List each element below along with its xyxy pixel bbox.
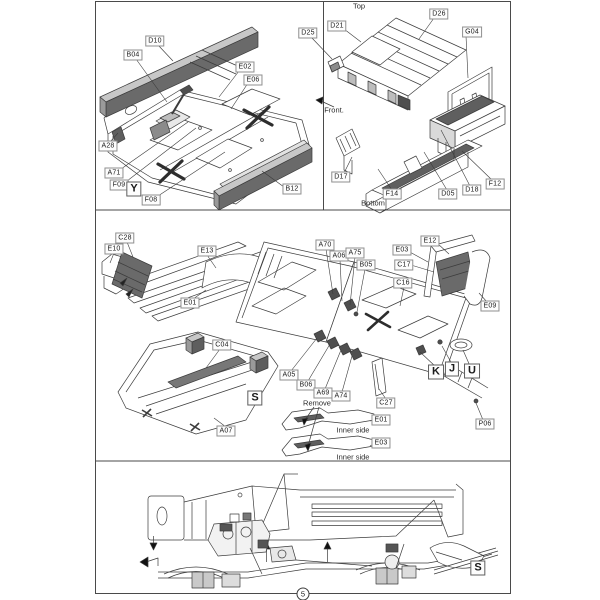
part-label-f14: F14 <box>382 188 402 200</box>
annotation-inner-side-1: Inner side <box>336 425 370 435</box>
step-letter-u: U <box>464 363 480 379</box>
part-label-e12: E12 <box>420 235 440 247</box>
part-label-e03-lower: E03 <box>371 437 391 449</box>
part-label-c17: C17 <box>394 259 414 271</box>
part-label-g04: G04 <box>462 26 482 38</box>
part-label-b06: B06 <box>296 379 316 391</box>
step-letter-j: J <box>444 361 460 377</box>
part-label-e03-right: E03 <box>392 244 412 256</box>
part-label-e13: E13 <box>197 245 217 257</box>
part-label-c16: C16 <box>393 277 413 289</box>
part-label-a75: A75 <box>345 247 365 259</box>
part-label-d05: D05 <box>438 188 458 200</box>
panel2-bottom-view-art <box>335 94 506 214</box>
part-label-f08: F08 <box>141 194 161 206</box>
part-label-e10: E10 <box>104 243 124 255</box>
part-label-d17: D17 <box>331 171 351 183</box>
part-label-a07: A07 <box>216 425 236 437</box>
page-number: 5 <box>296 587 310 600</box>
part-label-b05: B05 <box>356 259 376 271</box>
part-label-d18: D18 <box>462 184 482 196</box>
part-label-c28: C28 <box>115 232 135 244</box>
annotation-remove: Remove <box>303 398 331 408</box>
panel1-cab-floor-art <box>99 26 313 211</box>
annotation-top: Top <box>352 1 366 11</box>
part-label-f12: F12 <box>485 178 505 190</box>
step-letter-s-bottom: S <box>470 560 486 576</box>
part-label-b04: B04 <box>123 49 143 61</box>
part-label-e06: E06 <box>243 74 263 86</box>
part-label-b12: B12 <box>282 183 302 195</box>
annotation-front: Front. <box>324 105 344 115</box>
part-label-d25: D25 <box>298 27 318 39</box>
annotation-inner-side-2: Inner side <box>336 452 370 462</box>
part-label-d10: D10 <box>145 35 165 47</box>
part-label-a69: A69 <box>313 387 333 399</box>
part-label-e02: E02 <box>235 61 255 73</box>
step-letter-k: K <box>428 364 444 380</box>
part-label-c04: C04 <box>212 339 232 351</box>
part-label-d26: D26 <box>429 8 449 20</box>
annotation-bottom: Bottom <box>361 198 385 208</box>
part-label-e01-lower: E01 <box>371 414 391 426</box>
part-label-p06: P06 <box>475 418 495 430</box>
part-label-a74: A74 <box>331 390 351 402</box>
step-letter-y: Y <box>126 181 142 197</box>
part-label-d21: D21 <box>327 20 347 32</box>
leader-lines <box>109 17 493 447</box>
part-label-c27: C27 <box>376 397 396 409</box>
step-letter-s-middle: S <box>247 390 263 406</box>
part-label-a28: A28 <box>98 140 118 152</box>
part-label-e01-left: E01 <box>180 297 200 309</box>
part-label-e09: E09 <box>480 300 500 312</box>
part-label-a05: A05 <box>279 369 299 381</box>
part-label-a71: A71 <box>104 167 124 179</box>
part-label-a70: A70 <box>315 239 335 251</box>
